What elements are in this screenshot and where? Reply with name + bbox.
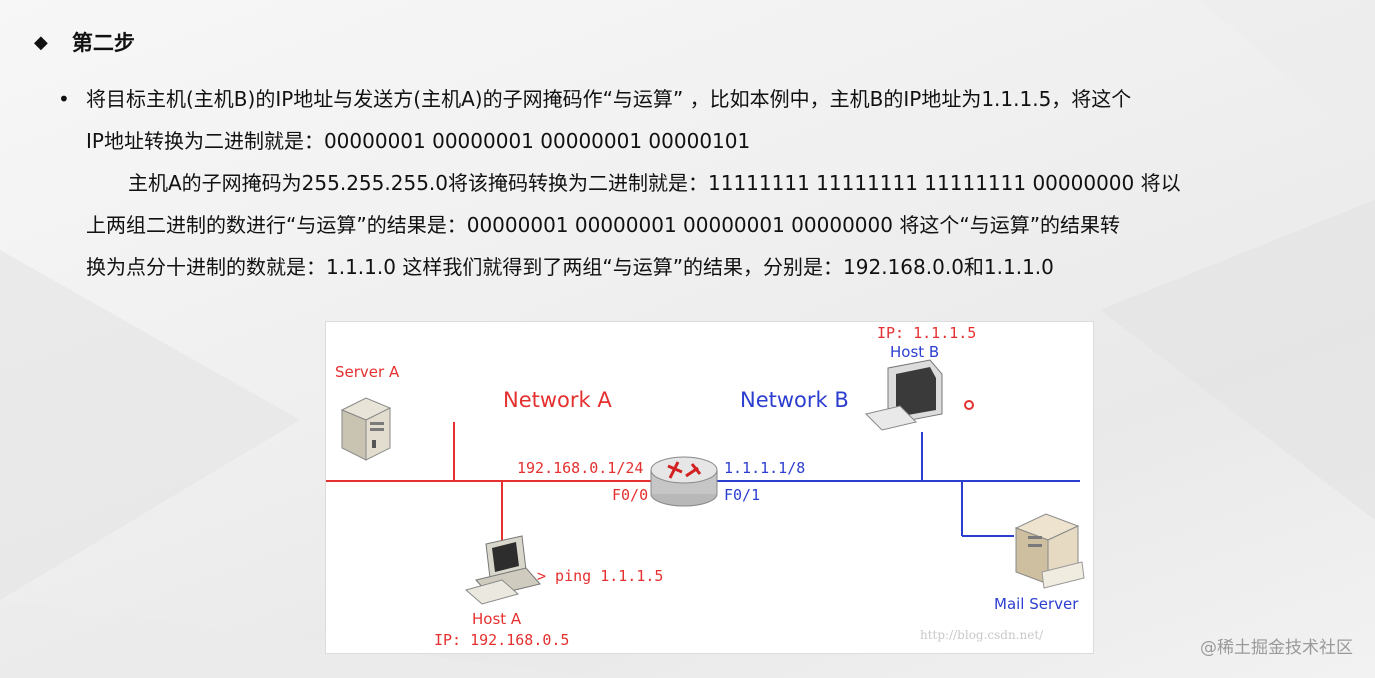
network-diagram-graphics: [326, 359, 1085, 605]
host-b-ip-label: IP: 1.1.1.5: [877, 324, 977, 342]
mail-server-label: Mail Server: [994, 595, 1079, 613]
server-a-label: Server A: [335, 363, 400, 381]
network-a-label: Network A: [503, 388, 612, 412]
host-a-ip-label: IP: 192.168.0.5: [434, 631, 570, 649]
router-icon: [650, 456, 718, 507]
paragraph-bullet-icon: •: [58, 87, 70, 111]
host-b-label: Host B: [890, 343, 940, 361]
host-b-computer-icon: [865, 359, 943, 431]
network-b-label: Network B: [740, 388, 849, 412]
host-a-label: Host A: [472, 610, 522, 628]
router-ip-a-label: 192.168.0.1/24: [517, 459, 644, 477]
cursor-dot-icon: [964, 400, 974, 410]
ping-command-label: > ping 1.1.1.5: [537, 567, 664, 585]
paragraph-line: 将目标主机(主机B)的IP地址与发送方(主机A)的子网掩码作“与运算” ，比如本…: [86, 87, 1132, 111]
port-f00-label: F0/0: [612, 486, 649, 504]
explanation-paragraph: 将目标主机(主机B)的IP地址与发送方(主机A)的子网掩码作“与运算” ，比如本…: [86, 78, 1331, 288]
paragraph-line: 换为点分十进制的数就是：1.1.1.0 这样我们就得到了两组“与运算”的结果，分…: [86, 255, 1054, 279]
paragraph-line: IP地址转换为二进制就是：00000001 00000001 00000001 …: [86, 129, 751, 153]
heading-title: 第二步: [71, 31, 135, 55]
section-heading: ◆ 第二步: [34, 26, 135, 58]
port-f01-label: F0/1: [724, 486, 761, 504]
mail-server-icon: [1014, 513, 1085, 589]
server-a-icon: [340, 397, 392, 461]
paragraph-line: 主机A的子网掩码为255.255.255.0将该掩码转换为二进制就是：11111…: [128, 171, 1181, 195]
diamond-bullet-icon: ◆: [34, 31, 48, 53]
site-watermark: @稀土掘金技术社区: [1200, 638, 1353, 658]
paragraph-line: 上两组二进制的数进行“与运算”的结果是：00000001 00000001 00…: [86, 213, 1121, 237]
host-a-computer-icon: [464, 535, 541, 605]
diagram-url-watermark: http://blog.csdn.net/: [920, 628, 1044, 642]
network-diagram: Server A Network A Network B IP: 1.1.1.5…: [325, 321, 1094, 654]
router-ip-b-label: 1.1.1.1/8: [724, 459, 806, 477]
